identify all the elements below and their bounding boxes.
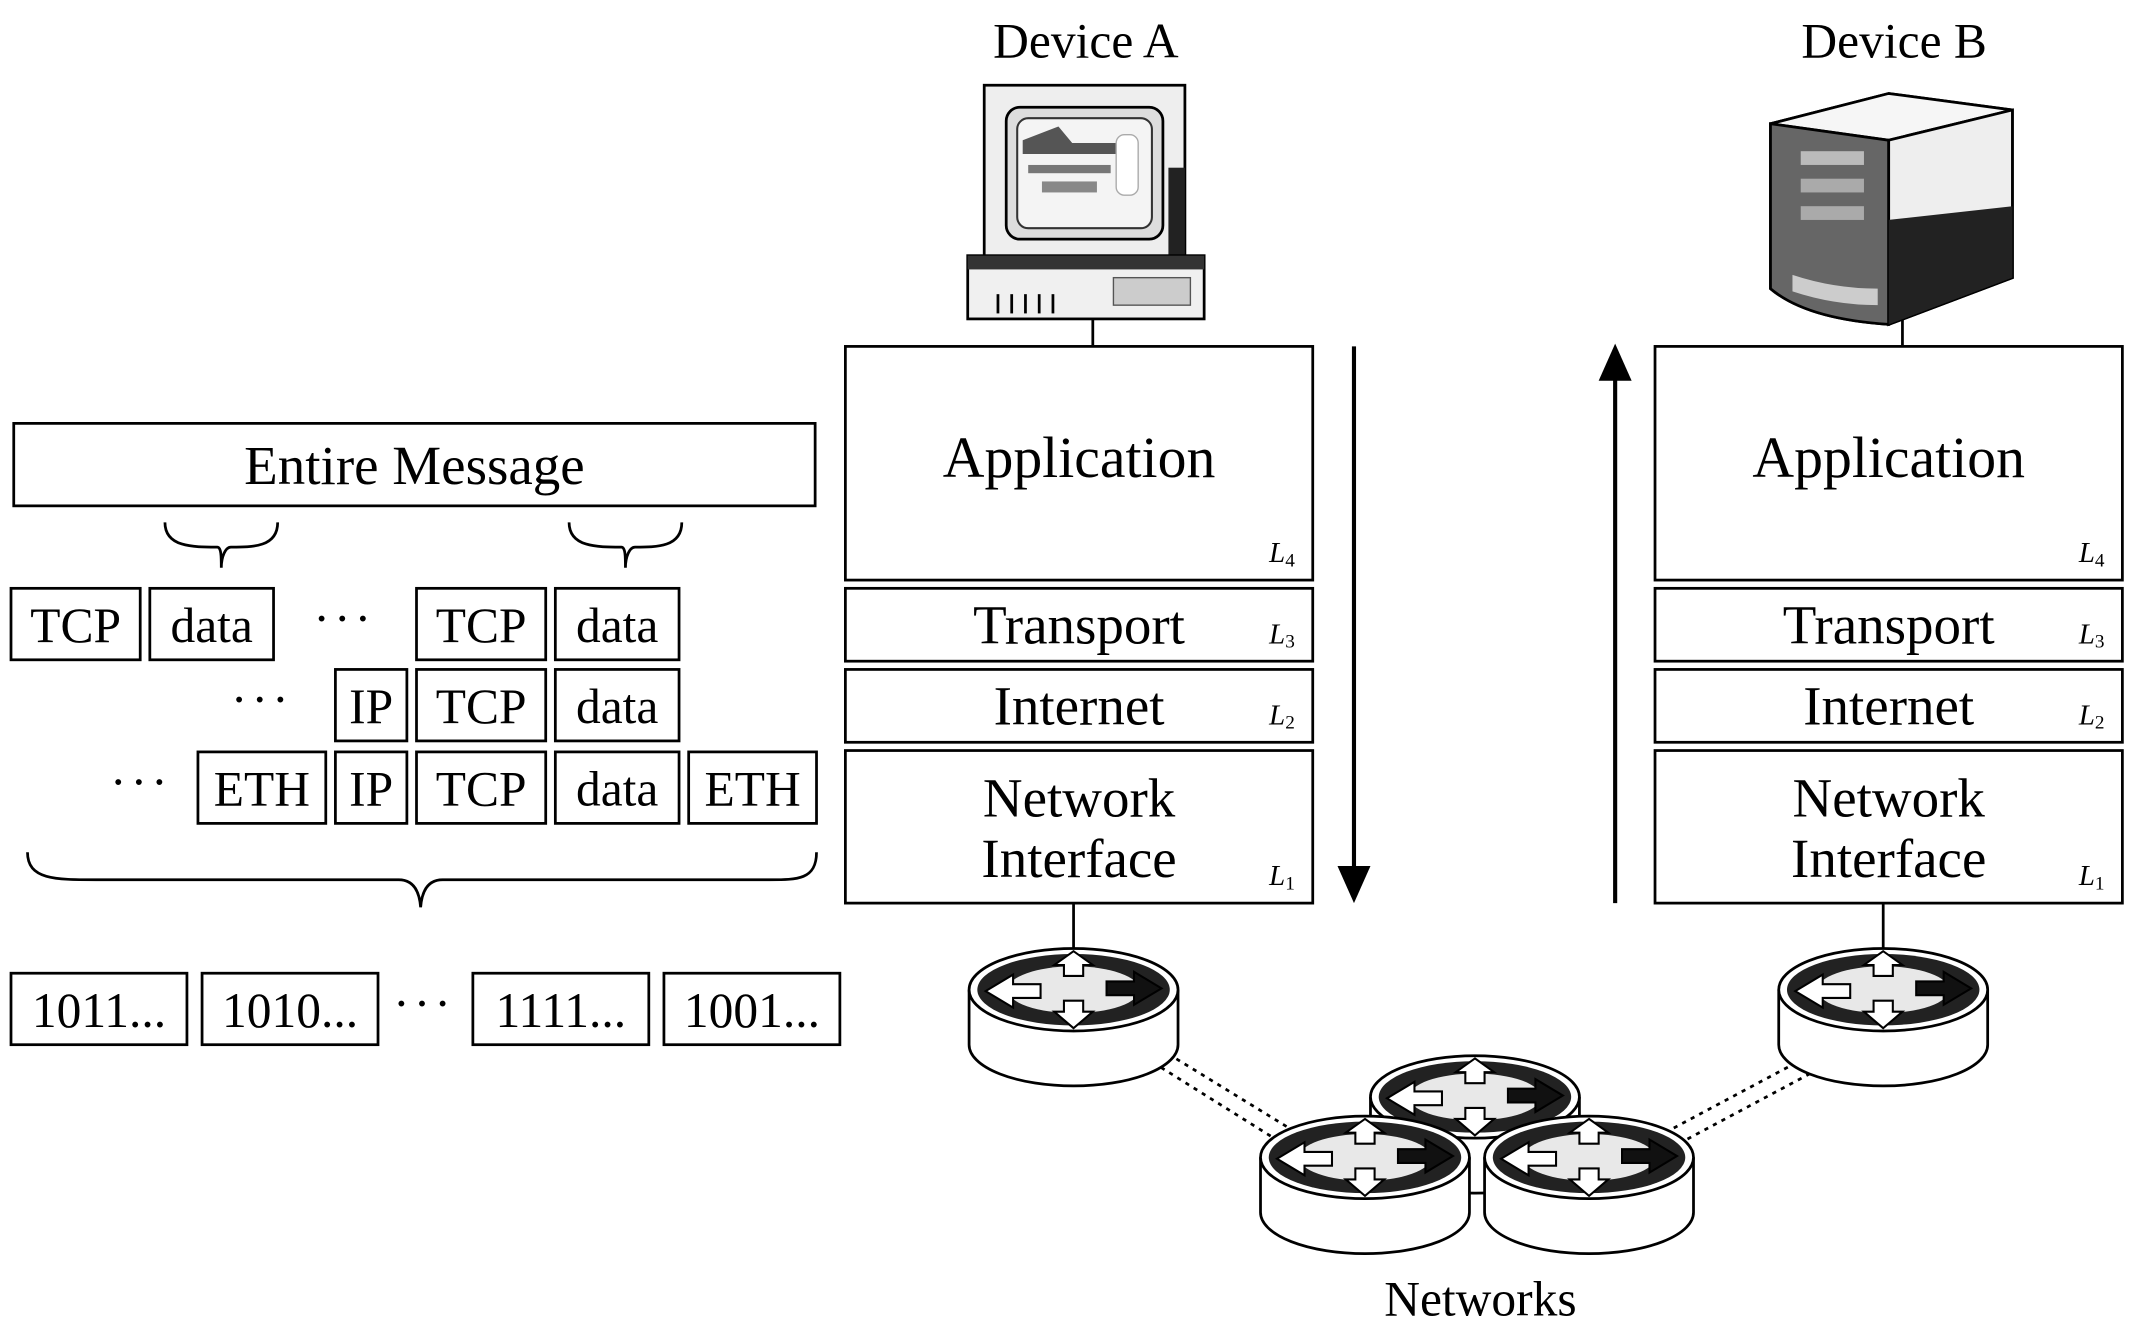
- ip-header-cell: IP: [334, 668, 409, 743]
- data-cell: data: [553, 586, 681, 662]
- tcp-header-cell: TCP: [415, 668, 548, 743]
- eth-header-cell: ETH: [196, 750, 328, 825]
- device-a-internet-layer: Internet L2: [844, 668, 1315, 744]
- entire-message-box: Entire Message: [12, 422, 817, 508]
- device-a-transport-layer: Transport L3: [844, 586, 1315, 663]
- device-b-application-layer: Application L4: [1653, 345, 2124, 582]
- device-a-title: Device A: [993, 13, 1179, 69]
- server-tower-icon: [1769, 92, 2014, 327]
- bits-cell: 1011...: [9, 971, 189, 1047]
- router-icon-a: [967, 947, 1180, 1088]
- router-icon-net-left: [1259, 1114, 1471, 1256]
- ellipsis: ···: [393, 975, 455, 1031]
- router-icon-b: [1777, 947, 1990, 1088]
- device-b-title: Device B: [1801, 13, 1987, 69]
- device-b-internet-layer: Internet L2: [1653, 668, 2124, 744]
- brace-segment-2: [567, 522, 684, 568]
- brace-segment-1: [163, 522, 280, 568]
- bits-cell: 1010...: [200, 971, 380, 1047]
- ellipsis: ···: [313, 591, 376, 647]
- eth-trailer-cell: ETH: [687, 750, 818, 825]
- device-b-transport-layer: Transport L3: [1653, 586, 2124, 663]
- networks-label: Networks: [1384, 1271, 1577, 1327]
- device-b-network-interface-layer: Network Interface L1: [1653, 749, 2124, 905]
- router-icon-net-right: [1483, 1114, 1695, 1256]
- bits-cell: 1001...: [662, 971, 842, 1047]
- bits-cell: 1111...: [471, 971, 651, 1047]
- ip-header-cell: IP: [334, 750, 409, 825]
- tcp-header-cell: TCP: [415, 586, 548, 662]
- desktop-computer-icon: [966, 83, 1206, 321]
- brace-frames-to-bits: [26, 852, 818, 908]
- data-cell: data: [553, 750, 681, 825]
- tcp-header-cell: TCP: [9, 586, 142, 662]
- tcp-header-cell: TCP: [415, 750, 548, 825]
- ellipsis: ···: [109, 754, 172, 810]
- ellipsis: ···: [230, 672, 293, 728]
- device-a-network-interface-layer: Network Interface L1: [844, 749, 1315, 905]
- device-a-application-layer: Application L4: [844, 345, 1315, 582]
- data-cell: data: [553, 668, 681, 743]
- data-cell: data: [148, 586, 275, 662]
